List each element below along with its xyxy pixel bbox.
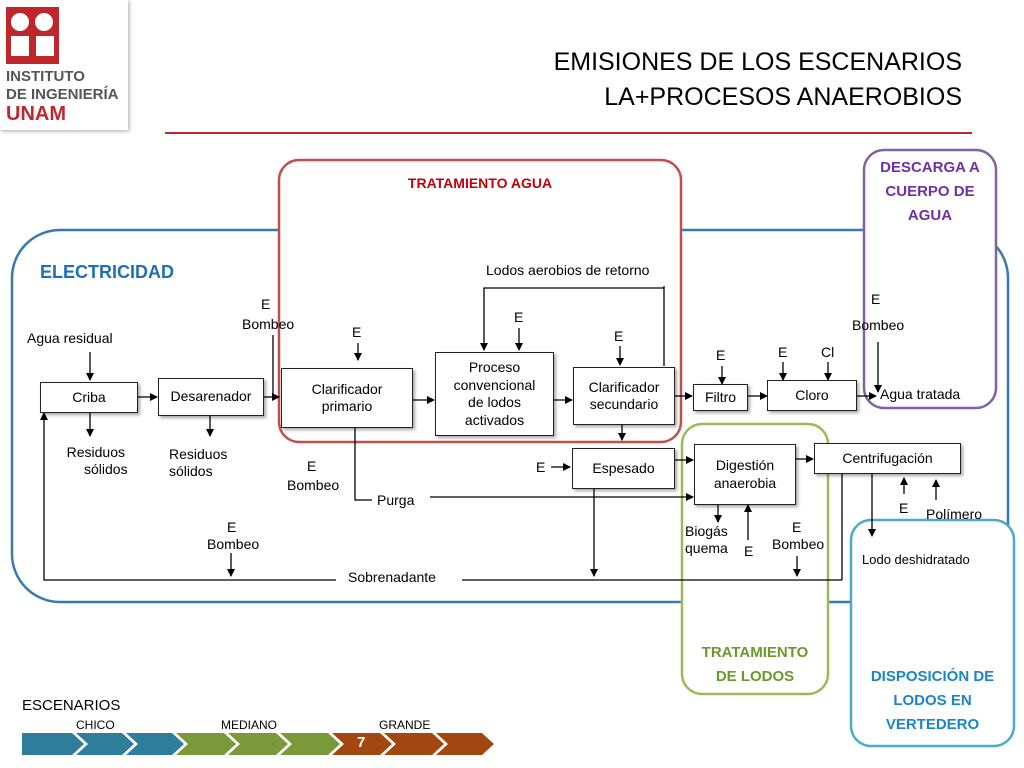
centrifugacion-box: Centrifugación [814, 443, 961, 474]
scenario-mediano-label: MEDIANO [221, 718, 278, 732]
scenario-grande-label: GRANDE [379, 718, 431, 732]
e-label: E [871, 291, 881, 307]
desarenador-box: Desarenador [158, 378, 264, 416]
bombeo-label: Bombeo [852, 317, 905, 333]
e-label: E [614, 328, 624, 344]
e-label: E [261, 296, 271, 312]
logo-text-unam: UNAM [6, 103, 66, 125]
scenario-chico-label: CHICO [76, 718, 115, 732]
agua-residual-label: Agua residual [27, 330, 113, 346]
logo-text-instituto: INSTITUTO [6, 68, 85, 85]
sobrenadante-label: Sobrenadante [348, 569, 436, 585]
e-label: E [744, 543, 754, 559]
unam-logo: INSTITUTO DE INGENIERÍA UNAM [0, 0, 128, 130]
e-label: E [792, 519, 802, 535]
logo-text-ingenieria: DE INGENIERÍA [6, 86, 119, 103]
escenarios-label: ESCENARIOS [22, 697, 121, 714]
e-label: E [352, 324, 362, 340]
disposicion-frame [849, 518, 1016, 748]
criba-box: Criba [40, 382, 138, 413]
agua-tratada-label: Agua tratada [880, 386, 961, 402]
e-label: E [899, 500, 909, 516]
logo-emblem [6, 7, 59, 64]
e-label: E [536, 459, 546, 475]
e-label: E [307, 458, 317, 474]
bombeo-label: Bombeo [207, 536, 260, 552]
cl-label: Cl [821, 344, 835, 360]
lodos-retorno-label: Lodos aerobios de retorno [486, 262, 650, 278]
e-label: E [716, 347, 726, 363]
e-label: E [514, 309, 524, 325]
bombeo-label: Bombeo [287, 477, 340, 493]
page-title-line2: LA+PROCESOS ANAEROBIOS [604, 83, 962, 111]
lodo-deshidratado-label: Lodo deshidratado [862, 552, 970, 567]
bombeo-label: Bombeo [772, 536, 825, 552]
polimero-label: Polímero [926, 506, 983, 522]
page-number: 7 [357, 734, 366, 751]
tratamiento-agua-title: TRATAMIENTO AGUA [407, 175, 553, 191]
filtro-box: Filtro [693, 384, 748, 411]
purga-label: Purga [377, 492, 415, 508]
page-title-line1: EMISIONES DE LOS ESCENARIOS [553, 48, 962, 76]
electricidad-title: ELECTRICIDAD [40, 262, 174, 282]
bombeo-label: Bombeo [242, 316, 295, 332]
e-label: E [227, 519, 237, 535]
cloro-box: Cloro [767, 380, 857, 411]
espesado-box: Espesado [572, 448, 675, 489]
descarga-frame [862, 148, 998, 410]
e-label: E [778, 344, 788, 360]
